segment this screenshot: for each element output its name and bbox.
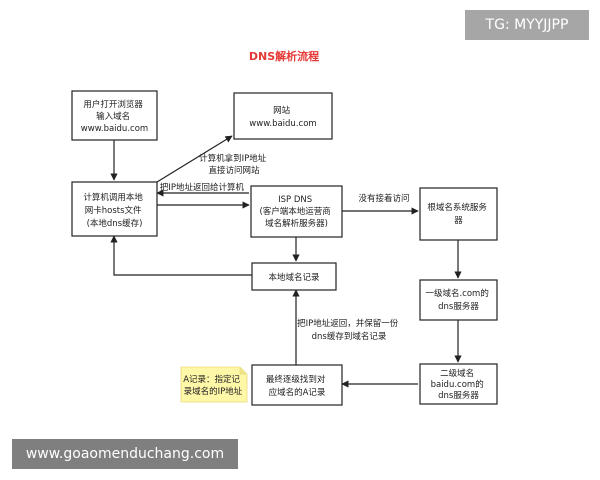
diagram-title: DNS解析流程 (249, 49, 319, 63)
node-computer: 计算机调用本地 网卡hosts文件 (本地dns缓存) (71, 181, 158, 237)
edge-label-computer-to-website: 计算机拿到IP地址 直接访问网站 (199, 153, 269, 176)
watermark-top: TG: MYYJJPP (465, 10, 589, 40)
edge-computer-to-website (156, 135, 233, 183)
svg-text:最终逐级找到对 应域名的A记录: 最终逐级找到对 应域名的A记录 (266, 374, 328, 398)
edge-label-isp-to-computer: 把IP地址返回给计算机 (160, 182, 245, 193)
edges (110, 135, 462, 388)
svg-text:二级域名 baidu.com的 dn: 二级域名 baidu.com的 dns服务器 (431, 368, 487, 401)
svg-text:根域名系统服务 器: 根域名系统服务 器 (427, 202, 489, 226)
node-tld-dns: 一级域名.com的 dns服务器 (419, 279, 498, 321)
node-local-record: 本地域名记录 (251, 262, 337, 291)
svg-text:本地域名记录: 本地域名记录 (268, 272, 320, 283)
svg-text:ISP DNS (客户端本地运营商: ISP DNS (客户端本地运营商 域名解析服务器) (259, 195, 333, 229)
node-final-a-record: 最终逐级找到对 应域名的A记录 (251, 364, 343, 406)
a-record-note: A记录：指定记 录域名的IP地址 (180, 366, 248, 403)
node-isp-dns: ISP DNS (客户端本地运营商 域名解析服务器) (250, 185, 343, 238)
svg-text:计算机调用本地 网卡hosts文件: 计算机调用本地 网卡hosts文件 (本地dns缓存) (83, 192, 145, 229)
edge-label-final-to-local-record: 把IP地址返回，并保留一份 dns缓存到域名记录 (297, 318, 401, 342)
node-second-level-dns: 二级域名 baidu.com的 dns服务器 (419, 363, 498, 405)
node-root-dns: 根域名系统服务 器 (419, 187, 498, 241)
svg-text:用户打开浏览器 输入域名 www.b: 用户打开浏览器 输入域名 www.baidu.com (81, 99, 148, 134)
node-user: 用户打开浏览器 输入域名 www.baidu.com (71, 90, 158, 141)
edge-local-record-to-computer (110, 235, 252, 276)
watermark-bottom: www.goaomenduchang.com (12, 439, 238, 469)
node-website: 网站 www.baidu.com (233, 92, 333, 140)
svg-text:一级域名.com的 dns服务器: 一级域名.com的 dns服务器 (425, 288, 491, 312)
svg-text:网站 www.baidu.com: 网站 www.baidu.com (249, 105, 316, 129)
svg-text:A记录：指定记 录域名的IP地址: A记录：指定记 录域名的IP地址 (183, 374, 243, 397)
edge-label-isp-to-root: 没有接着访问 (358, 193, 409, 204)
